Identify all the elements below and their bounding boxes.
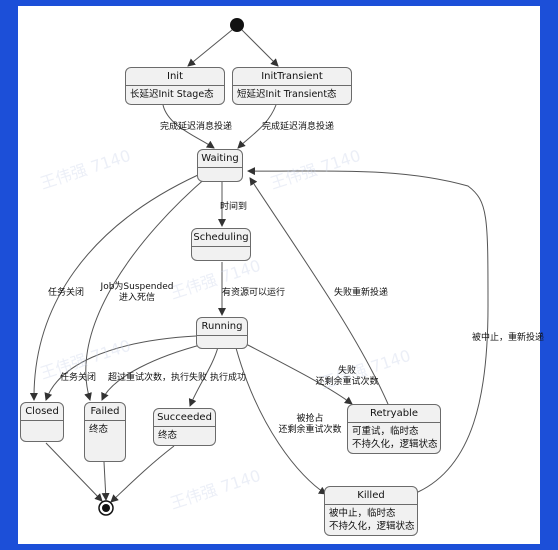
label-line: 还剩余重试次数	[315, 377, 379, 387]
state-init-transient[interactable]: InitTransient 短延迟Init Transient态	[232, 67, 352, 105]
edge-running-failed	[101, 343, 205, 401]
label-running-to-succeeded: 执行成功	[210, 373, 247, 383]
state-retryable[interactable]: Retryable 可重试，临时态 不持久化，逻辑状态	[347, 404, 441, 454]
label-running-to-failed: 超过重试次数，执行失败	[108, 373, 208, 383]
state-title: Init	[126, 68, 224, 86]
state-title: Running	[197, 318, 247, 336]
label-line: 进入死信	[118, 293, 155, 303]
state-killed[interactable]: Killed 被中止，临时态 不持久化，逻辑状态	[324, 486, 418, 536]
state-note: 短延迟Init Transient态	[237, 89, 337, 100]
label-waiting-to-failed: Job为Suspended 进入死信	[96, 282, 178, 304]
label-init-to-waiting: 完成延迟消息投递	[160, 122, 233, 132]
diagram-canvas: 王伟强 7140 王伟强 7140 王伟强 7140 王伟强 7140 王伟强 …	[18, 6, 544, 544]
edge-running-retryable	[245, 343, 353, 405]
diagram-edges	[29, 18, 489, 516]
label-retryable-to-waiting: 失败重新投递	[334, 288, 389, 298]
state-succeeded[interactable]: Succeeded 终态	[153, 408, 216, 446]
state-failed[interactable]: Failed 终态	[84, 402, 126, 462]
label-running-to-closed: 任务关闭	[60, 373, 97, 383]
state-running[interactable]: Running	[196, 317, 248, 349]
label-running-to-retryable: 失败 还剩余重试次数	[306, 366, 388, 388]
state-note: 终态	[158, 430, 178, 441]
edge-retryable-waiting	[249, 177, 389, 405]
label-line: 还剩余重试次数	[278, 425, 342, 435]
state-title: InitTransient	[233, 68, 351, 86]
edge-waiting-closed	[29, 174, 199, 401]
state-note: 不持久化，逻辑状态	[329, 521, 415, 532]
end-node-dot	[102, 504, 110, 512]
edge-init-waiting	[162, 104, 215, 149]
edge-succeeded-end	[110, 445, 175, 503]
state-title: Failed	[85, 403, 125, 421]
state-title: Killed	[325, 487, 417, 505]
state-title: Closed	[21, 403, 63, 421]
edge-running-closed	[44, 335, 197, 401]
label-line: Job为Suspended	[100, 282, 174, 292]
edge-running-succeeded	[188, 346, 219, 407]
state-closed[interactable]: Closed	[20, 402, 64, 442]
label-waiting-to-closed: 任务关闭	[48, 288, 85, 298]
state-note: 终态	[89, 424, 109, 435]
edge-start-init-transient	[241, 29, 279, 67]
edge-start-init	[187, 29, 233, 67]
edge-closed-end	[45, 442, 103, 502]
edge-killed-waiting	[247, 167, 489, 493]
state-waiting[interactable]: Waiting	[197, 149, 243, 182]
state-note: 被中止，临时态	[329, 508, 396, 519]
state-title: Waiting	[198, 150, 242, 168]
state-title: Succeeded	[154, 409, 215, 427]
label-line: 被抢占	[296, 414, 324, 424]
state-title: Scheduling	[192, 229, 250, 247]
label-scheduling-to-running: 有资源可以运行	[222, 288, 286, 298]
edge-running-killed	[235, 347, 327, 495]
edge-init-transient-waiting	[237, 104, 277, 149]
start-node	[230, 18, 244, 32]
edge-failed-end	[101, 461, 110, 501]
state-note: 可重试，临时态	[352, 426, 419, 437]
label-waiting-to-scheduling: 时间到	[220, 202, 248, 212]
state-note: 不持久化，逻辑状态	[352, 439, 438, 450]
label-init-transient-to-waiting: 完成延迟消息投递	[262, 122, 335, 132]
label-killed-to-waiting: 被中止，重新投递	[472, 333, 545, 343]
state-note: 长延迟Init Stage态	[130, 89, 214, 100]
label-line: 失败	[337, 366, 356, 376]
state-scheduling[interactable]: Scheduling	[191, 228, 251, 261]
edge-waiting-failed	[84, 175, 209, 401]
state-init[interactable]: Init 长延迟Init Stage态	[125, 67, 225, 105]
label-running-to-killed: 被抢占 还剩余重试次数	[270, 414, 350, 436]
state-title: Retryable	[348, 405, 440, 423]
